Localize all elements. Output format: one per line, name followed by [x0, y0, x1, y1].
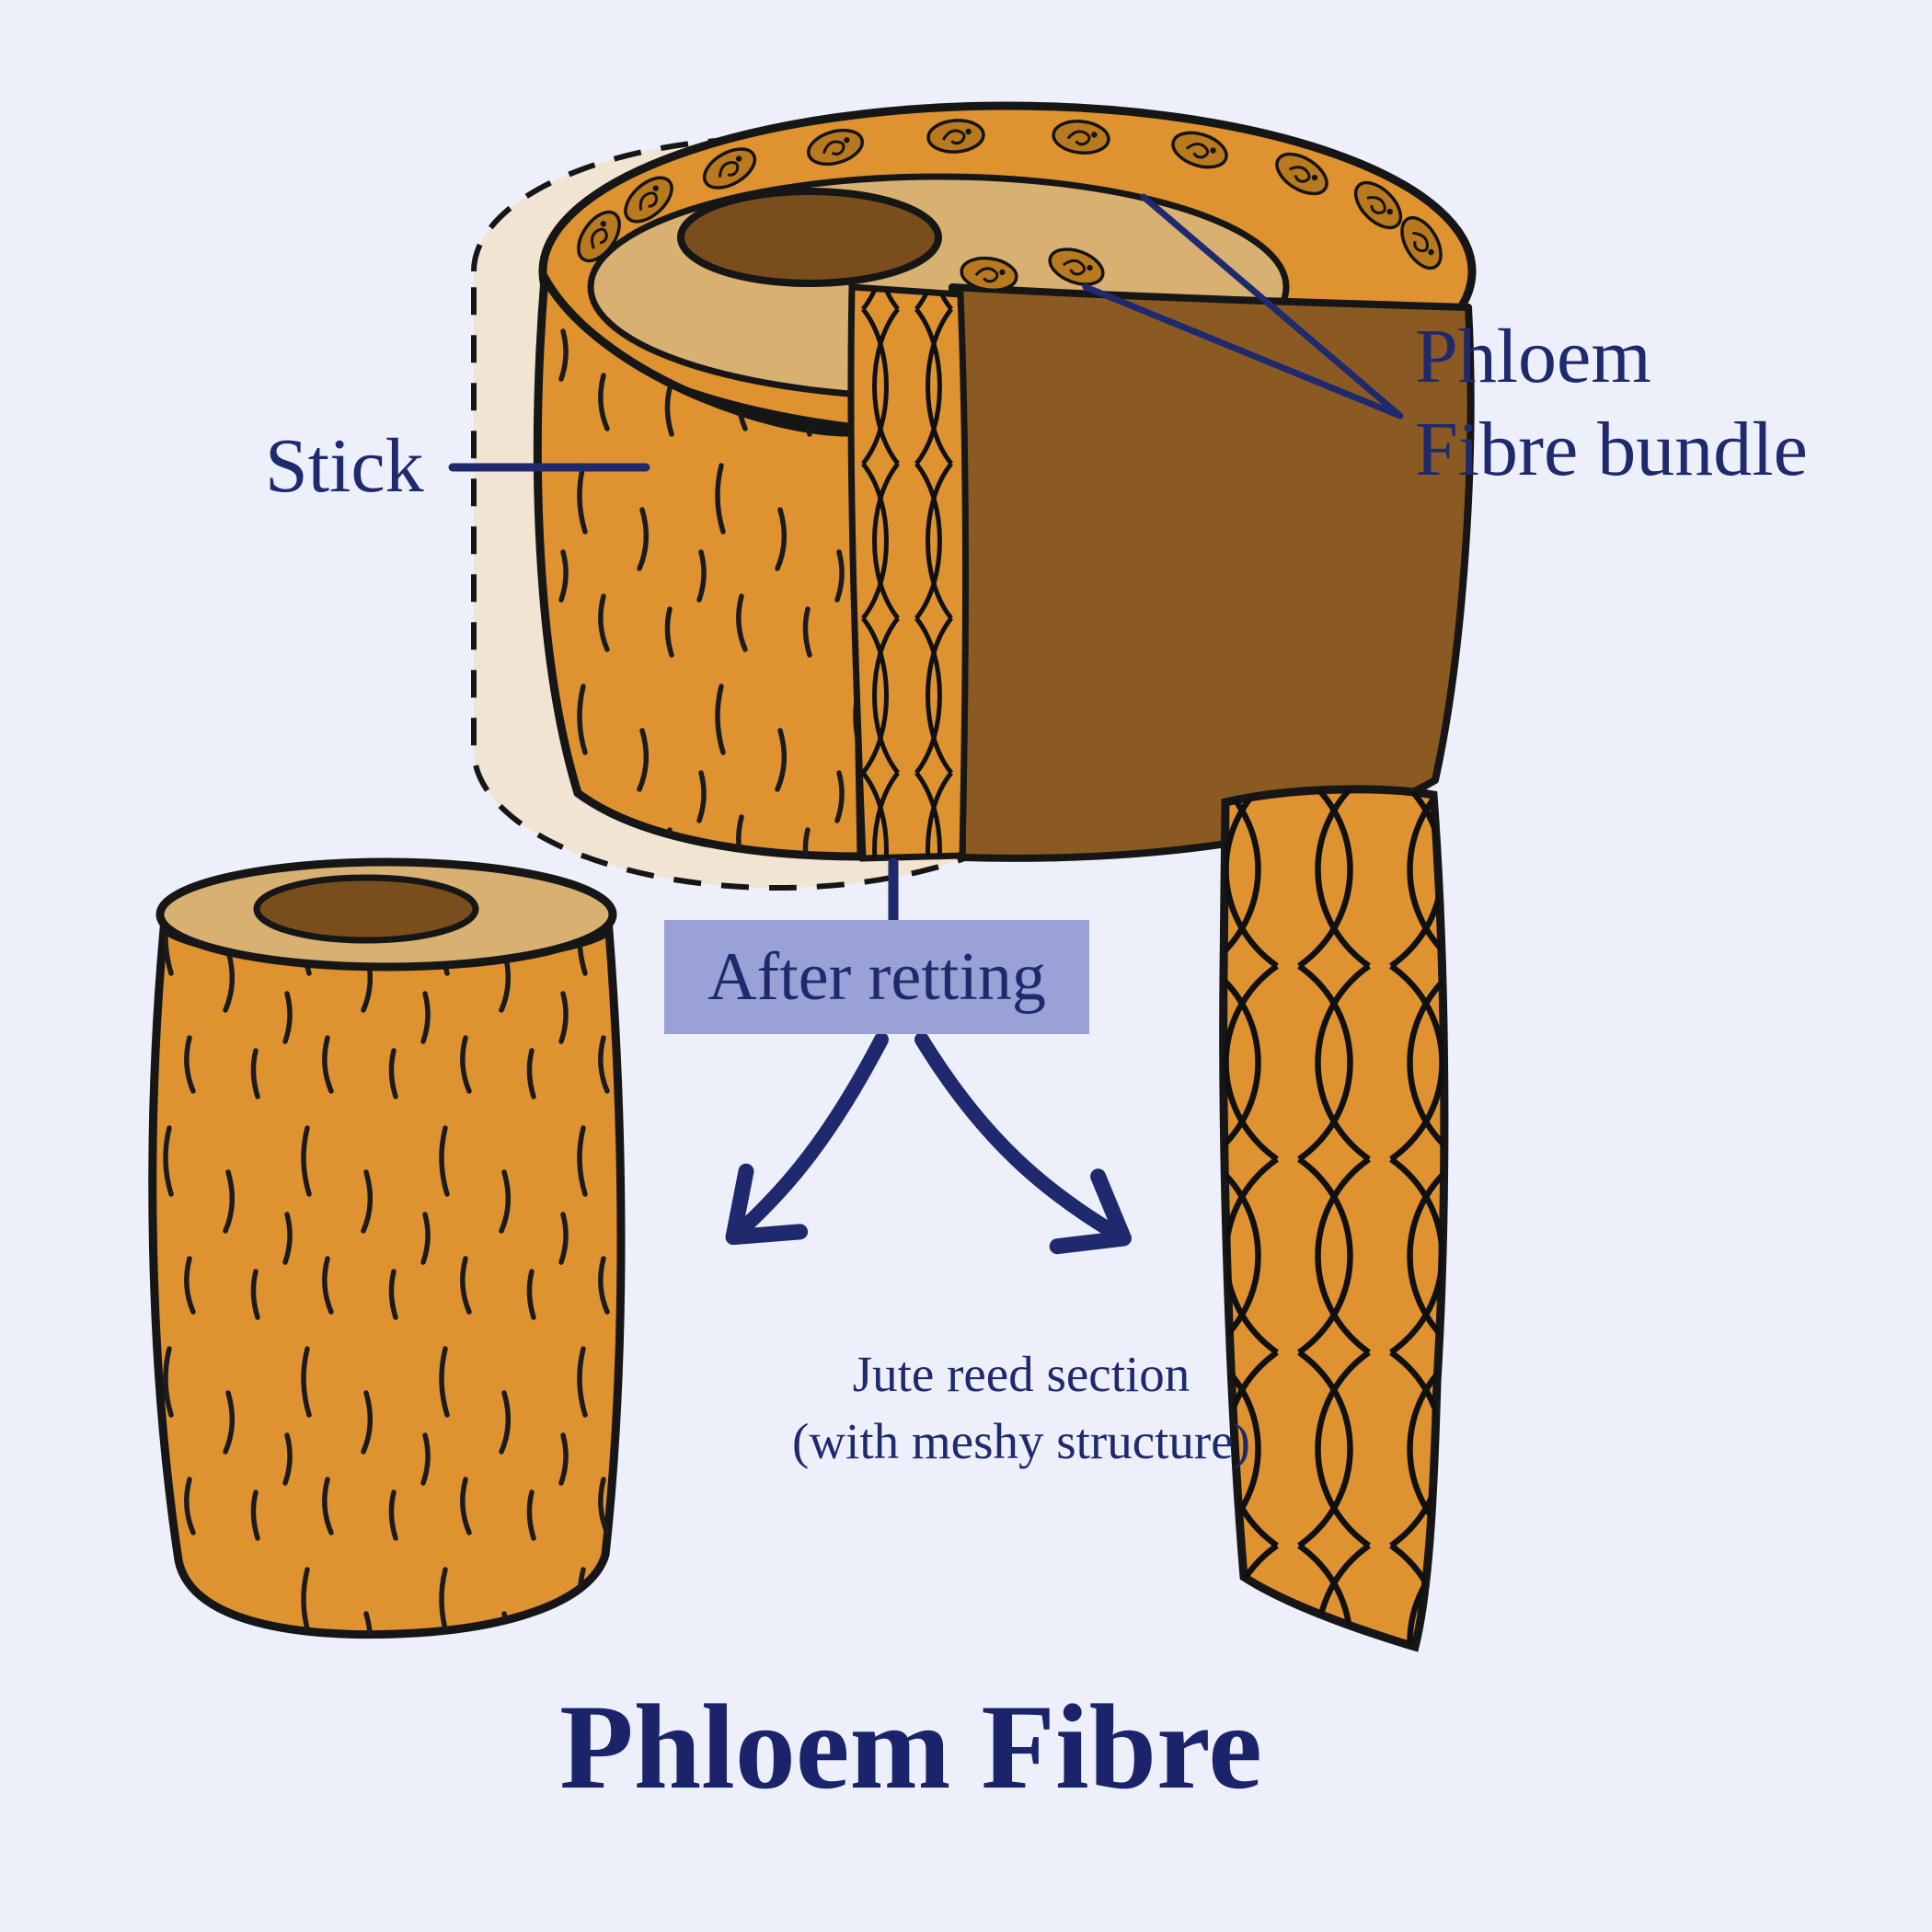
- phloem-pointer-line-lower: [1082, 283, 1404, 420]
- after-retting-badge: After retting: [664, 920, 1089, 1034]
- stick-label: Stick: [265, 423, 424, 509]
- retted-stick: [148, 857, 626, 1639]
- retted-stick-pith: [253, 874, 479, 944]
- retting-arrow-right: [914, 1032, 1132, 1255]
- phloem-label-line1: Phloem: [1415, 314, 1651, 399]
- annotation-lines: [448, 193, 1404, 1255]
- jute-caption-line1: Jute reed section: [852, 1346, 1190, 1402]
- stem-pith-hole: [677, 188, 942, 287]
- retting-arrow-left: [725, 1032, 889, 1246]
- diagram-title: Phloem Fibre: [559, 1679, 1262, 1814]
- jute-fibre-strip-mesh: [1223, 788, 1444, 1647]
- phloem-pointer-line-upper: [1140, 193, 1404, 420]
- stem-front-bark-texture: [537, 278, 861, 857]
- after-retting-label: After retting: [707, 938, 1046, 1015]
- jute-reed-caption: Jute reed section (with meshy structure): [718, 1341, 1325, 1475]
- phloem-layer-strip-texture: [850, 287, 966, 858]
- stem-cut-face: [949, 283, 1475, 862]
- stem-cross-section: [533, 101, 1477, 862]
- phloem-label-line2: Fibre bundle: [1415, 406, 1808, 492]
- retted-stick-body-texture: [152, 929, 621, 1635]
- jute-fibre-strip: [1219, 785, 1449, 1652]
- phloem-fibre-bundle-label: Phloem Fibre bundle: [1415, 311, 1808, 497]
- jute-caption-line2: (with meshy structure): [792, 1412, 1250, 1469]
